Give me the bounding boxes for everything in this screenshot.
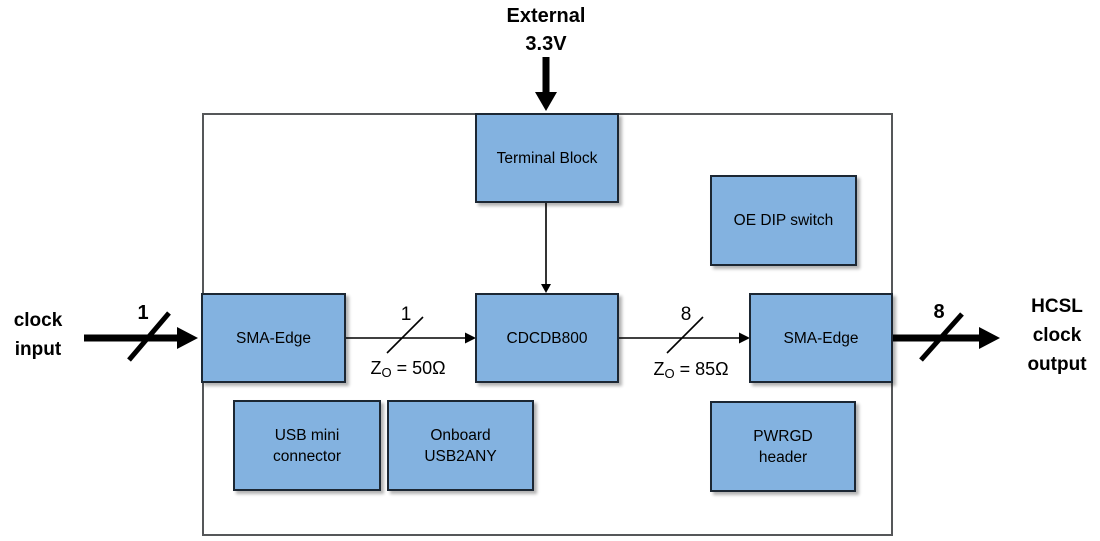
bus-width-input-thick: 1 [137, 302, 149, 324]
clock-input-line1: clock [13, 310, 63, 331]
block-cdcdb800: CDCDB800 [475, 293, 619, 383]
bus-width-output-thin: 8 [680, 304, 692, 325]
block-label: header [758, 448, 808, 466]
impedance-input-label: ZO = 50Ω [338, 358, 478, 380]
arrowhead-icon [979, 327, 1000, 349]
block-label: USB2ANY [424, 447, 497, 465]
sma-to-cdcdb800-arrow [345, 316, 476, 354]
clock-input-arrow [84, 311, 198, 362]
impedance-output-label: ZO = 85Ω [621, 359, 761, 381]
block-label: OE DIP switch [733, 212, 834, 229]
block-label: Terminal Block [496, 149, 598, 167]
block-sma-edge-output: SMA-Edge [749, 293, 893, 383]
bus-width-output-thick: 8 [933, 301, 945, 323]
hcsl-clock-output-label: HCSL clock output [1014, 292, 1100, 379]
zo-value: = 50Ω [391, 358, 446, 378]
block-sma-edge-input: SMA-Edge [201, 293, 346, 383]
hcsl-output-line1: HCSL [1031, 296, 1083, 317]
block-label: USB mini [274, 426, 340, 444]
arrowhead-icon [739, 332, 750, 344]
external-supply-label: External 3.3V [466, 2, 626, 58]
block-onboard-usb2any: Onboard USB2ANY [387, 400, 534, 491]
block-pwrgd-header: PWRGD header [710, 401, 856, 492]
external-supply-line2: 3.3V [525, 33, 567, 55]
zo-base: Z [370, 358, 382, 378]
hcsl-output-line2: clock [1032, 325, 1082, 346]
clock-input-line2: input [14, 339, 62, 360]
block-label: SMA-Edge [783, 329, 859, 347]
block-usb-mini-connector: USB mini connector [233, 400, 381, 491]
block-label: CDCDB800 [506, 329, 588, 347]
cdcdb800-to-sma-arrow [618, 316, 750, 354]
bus-slash-icon [666, 316, 704, 354]
hcsl-output-line3: output [1027, 354, 1087, 375]
clock-input-label: clock input [2, 306, 74, 364]
block-terminal-block: Terminal Block [475, 113, 619, 203]
arrowhead-icon [541, 284, 551, 293]
block-label: SMA-Edge [236, 329, 311, 347]
zo-subscript: O [664, 366, 675, 381]
zo-subscript: O [381, 365, 392, 380]
arrowhead-icon [177, 327, 198, 349]
bus-width-input-thin: 1 [400, 304, 412, 325]
external-supply-line1: External [506, 5, 586, 27]
block-label: Onboard [430, 426, 491, 444]
block-oe-dip-switch: OE DIP switch [710, 175, 857, 266]
bus-slash-icon [919, 312, 964, 362]
bus-slash-icon [386, 316, 424, 354]
external-supply-arrow [535, 57, 557, 111]
block-label: connector [272, 447, 342, 465]
zo-value: = 85Ω [674, 359, 729, 379]
clock-output-arrow [893, 312, 1000, 362]
block-label: PWRGD [753, 427, 813, 445]
bus-slash-icon [127, 311, 171, 362]
arrowhead-icon [535, 92, 557, 111]
zo-base: Z [653, 359, 665, 379]
terminal-to-cdcdb800-arrow [541, 202, 551, 293]
arrowhead-icon [465, 332, 476, 344]
